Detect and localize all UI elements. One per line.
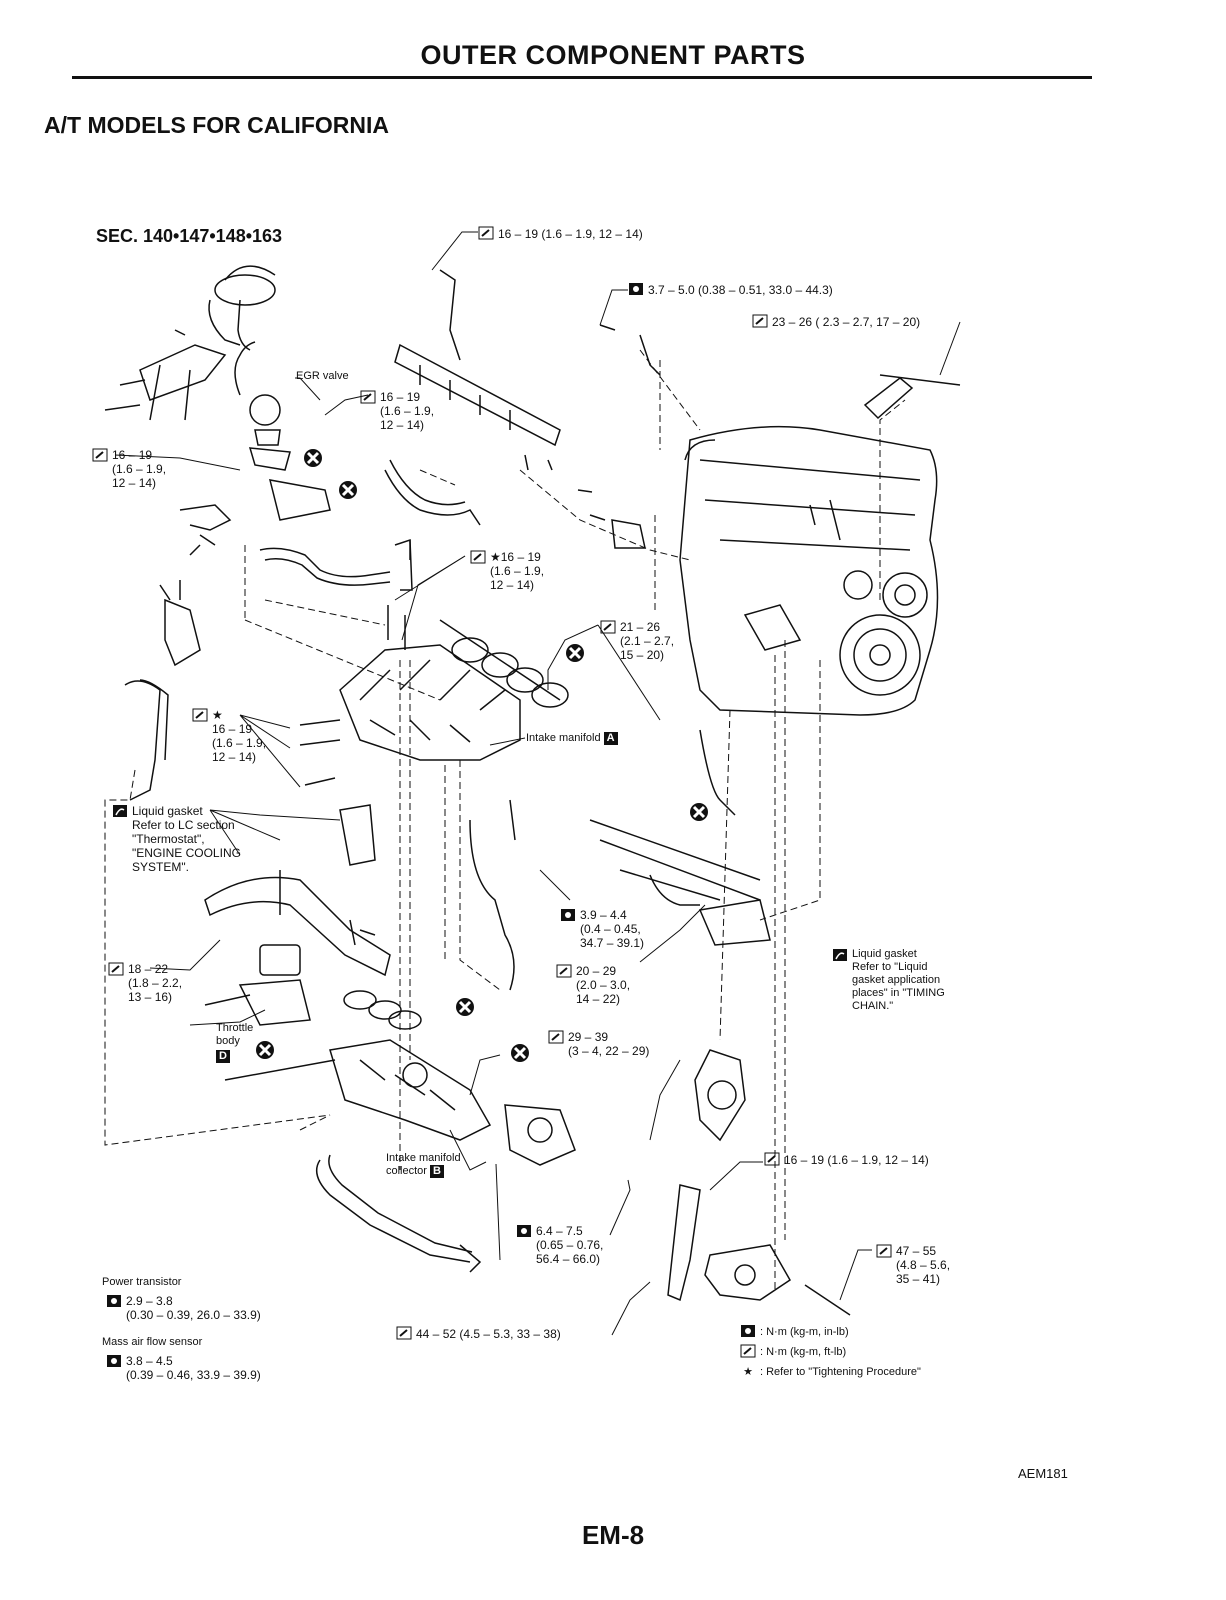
legend-ft-lb: : N·m (kg-m, ft-lb) bbox=[740, 1342, 921, 1362]
torque-callout-29-39: 29 – 39 (3 – 4, 22 – 29) bbox=[548, 1030, 649, 1058]
collector-label: Intake manifold collector B bbox=[386, 1152, 461, 1178]
figure-code: AEM181 bbox=[1018, 1466, 1068, 1481]
section-title: A/T MODELS FOR CALIFORNIA bbox=[44, 112, 389, 138]
torque-callout-47-55: 47 – 55 (4.8 – 5.6, 35 – 41) bbox=[876, 1244, 950, 1286]
torque-callout-44-52: 44 – 52 (4.5 – 5.3, 33 – 38) bbox=[396, 1326, 561, 1341]
torque-socket-icon bbox=[560, 908, 576, 922]
torque-callout-18-22: 18 – 22 (1.8 – 2.2, 13 – 16) bbox=[108, 962, 182, 1004]
torque-wrench-icon bbox=[556, 964, 572, 978]
torque-callout-in-39: 3.9 – 4.4 (0.4 – 0.45, 34.7 – 39.1) bbox=[560, 908, 644, 950]
liquid-gasket-callout-left: Liquid gasket Refer to LC section "Therm… bbox=[112, 804, 241, 874]
torque-callout-top-center: 16 – 19 (1.6 – 1.9, 12 – 14) bbox=[478, 226, 643, 241]
torque-wrench-icon bbox=[478, 226, 494, 240]
collector bbox=[224, 1039, 576, 1166]
torque-callout-in-64: 6.4 – 7.5 (0.65 – 0.76, 56.4 – 66.0) bbox=[516, 1224, 603, 1266]
egr-guide-tube bbox=[259, 459, 481, 591]
studs-bolts bbox=[299, 540, 411, 786]
maf-sensor-torque: 3.8 – 4.5 (0.39 – 0.46, 33.9 – 39.9) bbox=[106, 1354, 261, 1382]
lower-hose bbox=[315, 1154, 482, 1273]
torque-wrench-icon bbox=[470, 550, 486, 564]
engine-block bbox=[679, 425, 939, 716]
torque-callout-16-19-lower: 16 – 19 (1.6 – 1.9, 12 – 14) bbox=[764, 1152, 929, 1167]
torque-callout-breather: 23 – 26 ( 2.3 – 2.7, 17 – 20) bbox=[752, 314, 920, 329]
torque-socket-icon bbox=[106, 1294, 122, 1308]
torque-callout-top-right: 3.7 – 5.0 (0.38 – 0.51, 33.0 – 44.3) bbox=[628, 282, 833, 297]
torque-callout-left-upper: 16 – 19 (1.6 – 1.9, 12 – 14) bbox=[92, 448, 166, 490]
fuel-rail bbox=[394, 269, 661, 549]
torque-socket-icon bbox=[628, 282, 644, 296]
badge-d: D bbox=[216, 1050, 230, 1063]
thermostat-housing bbox=[204, 804, 391, 977]
torque-wrench-icon bbox=[876, 1244, 892, 1258]
badge-a: A bbox=[603, 732, 618, 745]
spark-plug-wire bbox=[469, 729, 771, 991]
torque-socket-icon bbox=[516, 1224, 532, 1238]
egr-valve-label: EGR valve bbox=[296, 370, 349, 382]
torque-wrench-icon bbox=[192, 708, 208, 722]
page-title: OUTER COMPONENT PARTS bbox=[420, 40, 806, 70]
liquid-gasket-icon bbox=[832, 948, 848, 962]
do-not-reuse-markers bbox=[255, 448, 709, 1063]
torque-callout-20-29: 20 – 29 (2.0 – 3.0, 14 – 22) bbox=[556, 964, 630, 1006]
torque-wrench-icon bbox=[764, 1152, 780, 1166]
torque-wrench-icon bbox=[740, 1344, 756, 1358]
breather-hose bbox=[684, 374, 961, 461]
torque-wrench-icon bbox=[600, 620, 616, 634]
legend-in-lb: : N·m (kg-m, in-lb) bbox=[740, 1322, 921, 1342]
page-number: EM-8 bbox=[581, 1520, 645, 1550]
torque-wrench-icon bbox=[360, 390, 376, 404]
torque-callout-manifold-right: 21 – 26 (2.1 – 2.7, 15 – 20) bbox=[600, 620, 674, 662]
intake-manifold-label: Intake manifold A bbox=[526, 732, 618, 745]
liquid-gasket-icon bbox=[112, 804, 128, 818]
badge-b: B bbox=[430, 1165, 444, 1178]
torque-callout-egr: 16 – 19 (1.6 – 1.9, 12 – 14) bbox=[360, 390, 434, 432]
torque-wrench-icon bbox=[752, 314, 768, 328]
torque-wrench-icon bbox=[396, 1326, 412, 1340]
torque-callout-star-mid: ★16 – 19 (1.6 – 1.9, 12 – 14) bbox=[470, 550, 544, 592]
leader-lines bbox=[114, 231, 961, 1336]
liquid-gasket-callout-right: Liquid gasket Refer to "Liquid gasket ap… bbox=[832, 948, 945, 1013]
torque-callout-star-left: ★ 16 – 19 (1.6 – 1.9, 12 – 14) bbox=[192, 708, 266, 764]
egr-tube-assembly bbox=[104, 265, 331, 556]
title-rule bbox=[72, 76, 1092, 79]
maf-sensor-title: Mass air flow sensor bbox=[102, 1336, 203, 1348]
torque-socket-icon bbox=[740, 1324, 756, 1338]
sec-label: SEC. 140•147•148•163 bbox=[96, 226, 283, 246]
brackets bbox=[667, 1049, 851, 1316]
torque-wrench-icon bbox=[92, 448, 108, 462]
torque-wrench-icon bbox=[548, 1030, 564, 1044]
star-icon: ★ bbox=[743, 1366, 753, 1378]
alignment-lines bbox=[104, 349, 906, 1290]
torque-wrench-icon bbox=[108, 962, 124, 976]
legend: : N·m (kg-m, in-lb) : N·m (kg-m, ft-lb) … bbox=[740, 1322, 921, 1382]
power-transistor-title: Power transistor bbox=[102, 1276, 182, 1288]
torque-socket-icon bbox=[106, 1354, 122, 1368]
power-transistor-torque: 2.9 – 3.8 (0.30 – 0.39, 26.0 – 33.9) bbox=[106, 1294, 261, 1322]
throttle-body bbox=[204, 944, 422, 1030]
water-hose-left bbox=[124, 580, 201, 801]
intake-manifold bbox=[339, 619, 569, 761]
legend-star: ★: Refer to "Tightening Procedure" bbox=[740, 1362, 921, 1382]
